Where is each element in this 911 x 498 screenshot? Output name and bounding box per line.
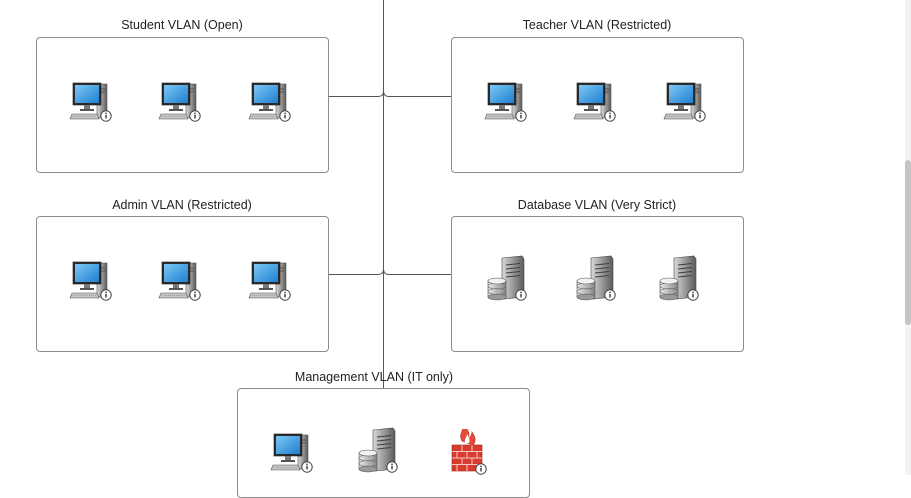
- workstation-icon[interactable]: [158, 257, 208, 307]
- workstation-icon[interactable]: [484, 78, 534, 128]
- workstation-icon[interactable]: [158, 78, 208, 128]
- database-server-icon[interactable]: [656, 255, 706, 305]
- vlan-group-management[interactable]: [237, 388, 530, 498]
- vlan-group-teacher[interactable]: [451, 37, 744, 173]
- server-icon[interactable]: [355, 427, 405, 477]
- vlan-group-database[interactable]: [451, 216, 744, 352]
- database-server-icon[interactable]: [484, 255, 534, 305]
- scrollbar-thumb[interactable]: [905, 160, 911, 325]
- workstation-icon[interactable]: [270, 429, 320, 479]
- vlan-title-database: Database VLAN (Very Strict): [517, 198, 677, 212]
- workstation-icon[interactable]: [573, 78, 623, 128]
- vlan-title-student: Student VLAN (Open): [121, 18, 243, 32]
- network-diagram-canvas: Student VLAN (Open) Teacher VLAN (Restri…: [36, 0, 911, 498]
- vlan-group-student[interactable]: [36, 37, 329, 173]
- workstation-icon[interactable]: [248, 257, 298, 307]
- vlan-title-admin: Admin VLAN (Restricted): [112, 198, 252, 212]
- link-teacher: [383, 90, 452, 97]
- connection-lines: [329, 0, 452, 388]
- vlan-title-teacher: Teacher VLAN (Restricted): [522, 18, 672, 32]
- workstation-icon[interactable]: [248, 78, 298, 128]
- vlan-title-management: Management VLAN (IT only): [294, 370, 454, 384]
- workstation-icon[interactable]: [663, 78, 713, 128]
- workstation-icon[interactable]: [69, 257, 119, 307]
- firewall-icon[interactable]: [448, 429, 498, 479]
- link-admin: [329, 268, 384, 275]
- workstation-icon[interactable]: [69, 78, 119, 128]
- database-server-icon[interactable]: [573, 255, 623, 305]
- vlan-group-admin[interactable]: [36, 216, 329, 352]
- link-database: [383, 268, 452, 275]
- link-student: [329, 90, 384, 97]
